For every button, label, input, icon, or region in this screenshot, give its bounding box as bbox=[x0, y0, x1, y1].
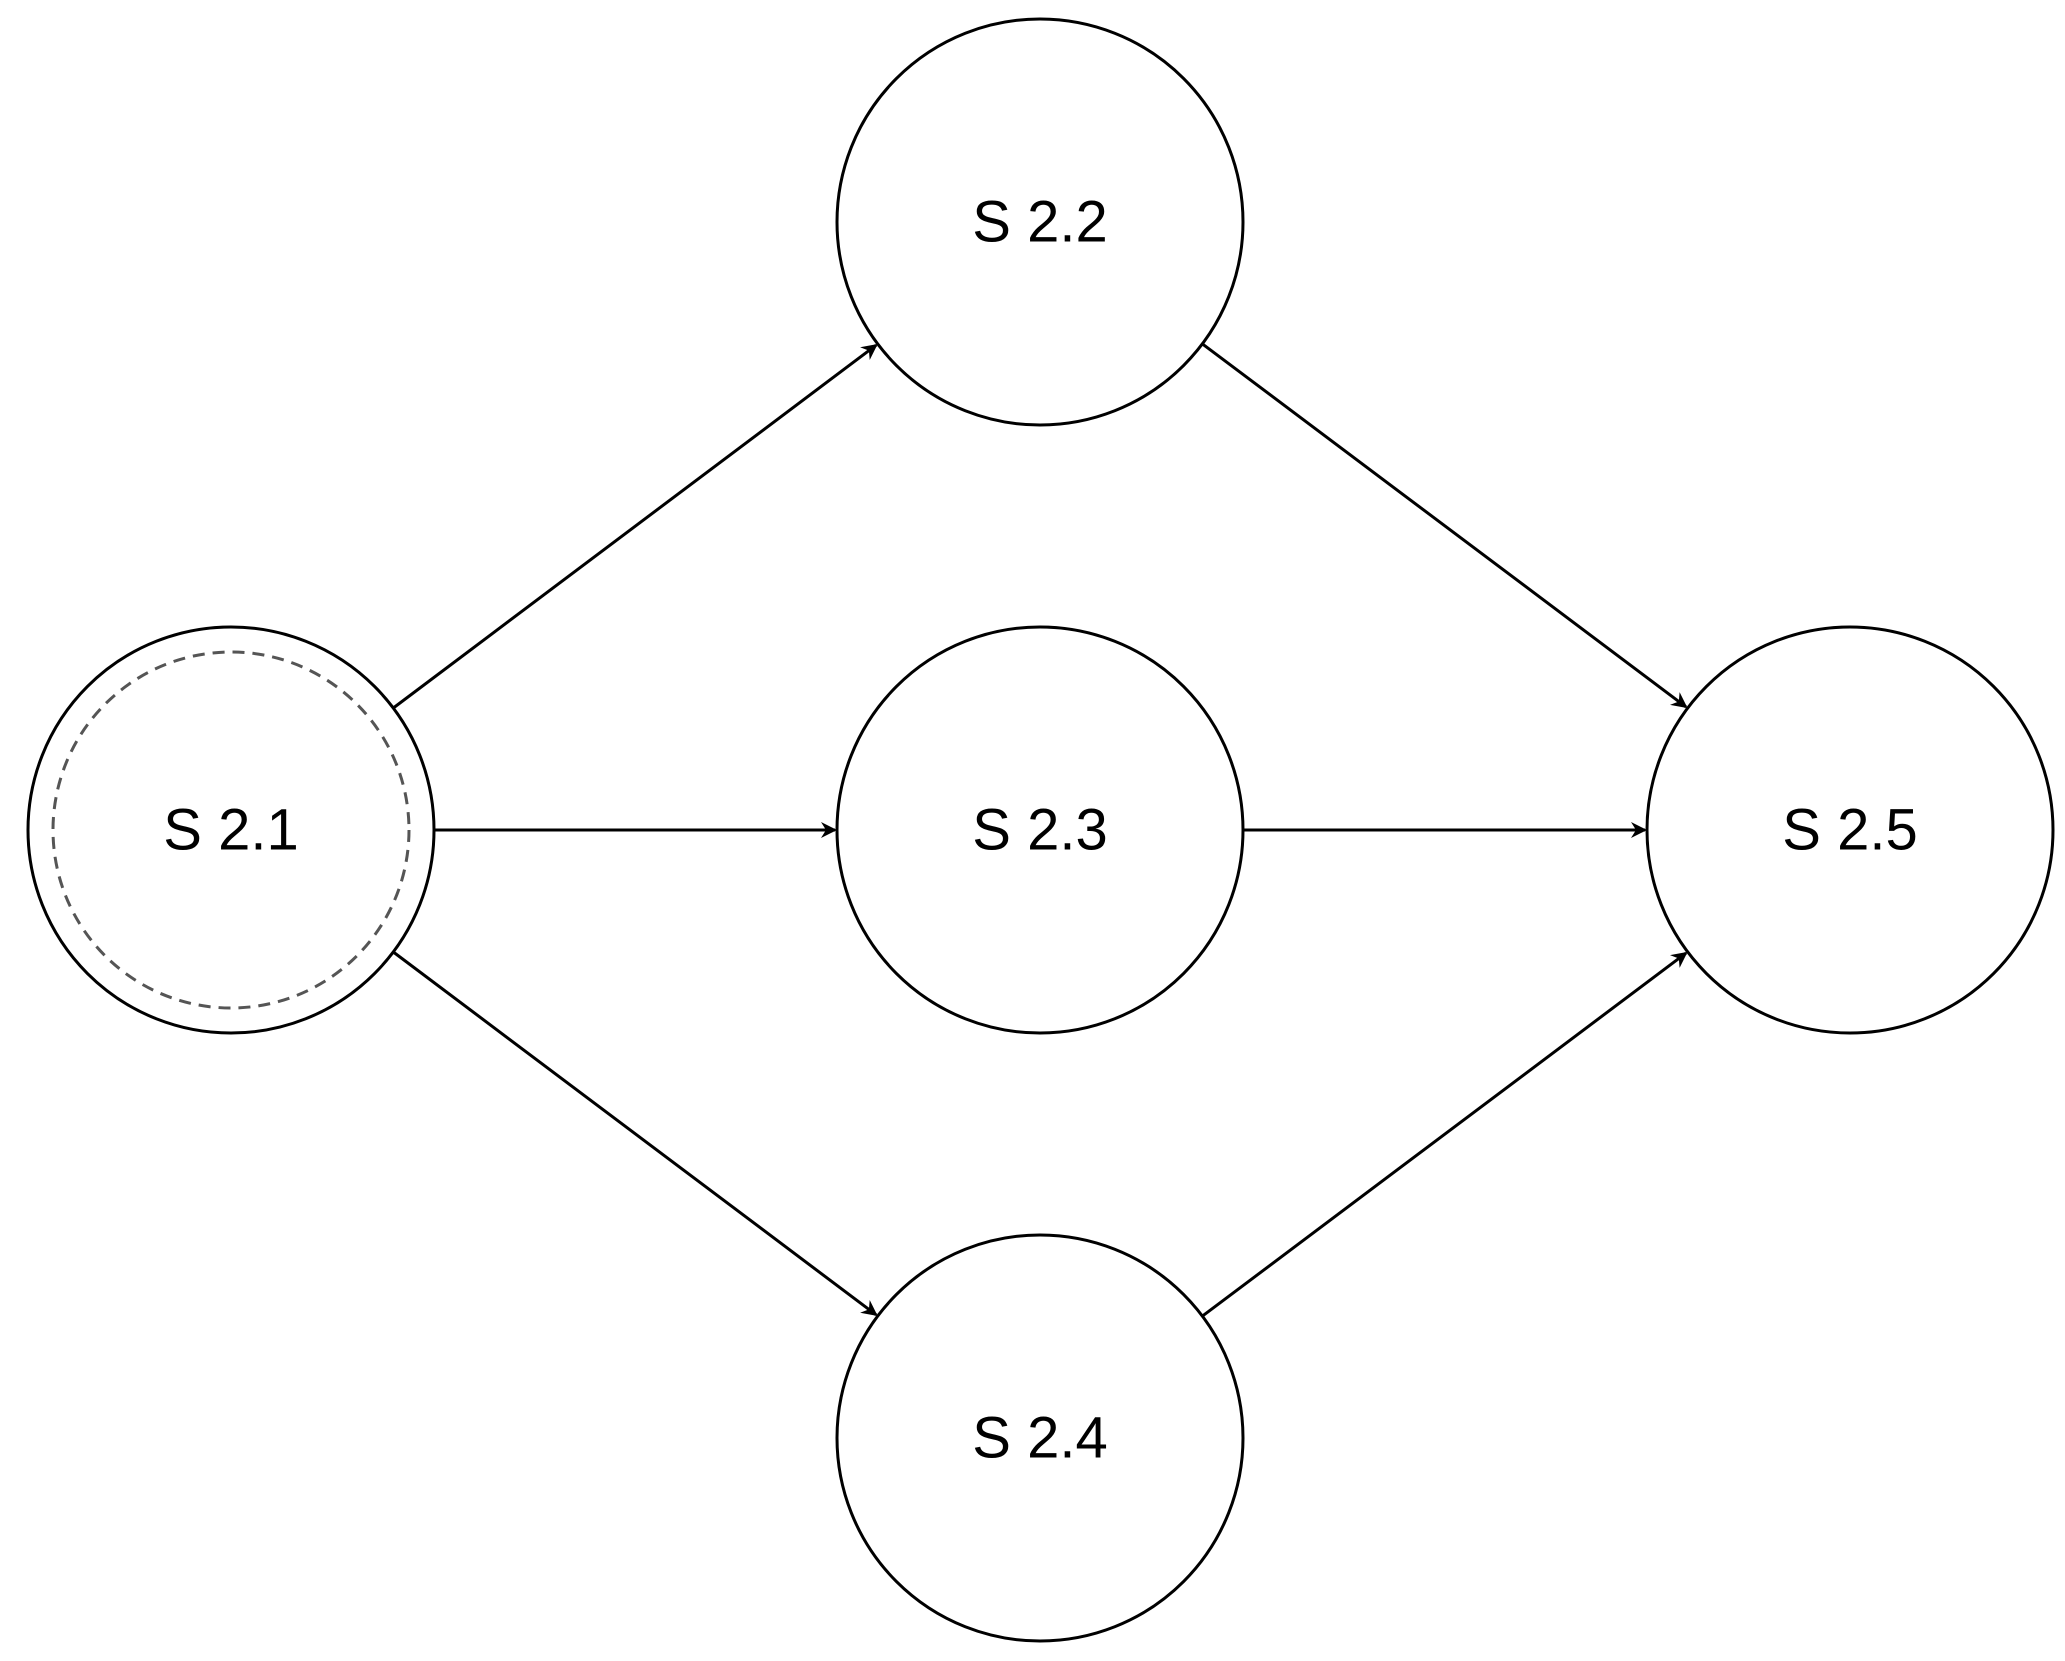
node-s22-label: S 2.2 bbox=[972, 190, 1107, 255]
node-s23-circle bbox=[835, 625, 1245, 1035]
node-s25-circle bbox=[1645, 625, 2055, 1035]
node-s23[interactable]: S 2.3 bbox=[835, 625, 1245, 1035]
node-s24[interactable]: S 2.4 bbox=[835, 1233, 1245, 1643]
edge-s21-to-s24 bbox=[392, 950, 878, 1317]
edge-s24-to-s25 bbox=[1201, 951, 1688, 1318]
node-s21[interactable]: S 2.1 bbox=[26, 625, 436, 1035]
edge-s22-to-s25 bbox=[1201, 342, 1688, 709]
node-s25-label: S 2.5 bbox=[1782, 798, 1917, 863]
node-s21-dashed-ring bbox=[51, 650, 411, 1010]
node-s21-outer-circle bbox=[26, 625, 436, 1035]
node-s24-circle bbox=[835, 1233, 1245, 1643]
node-s22[interactable]: S 2.2 bbox=[835, 17, 1245, 427]
node-s25[interactable]: S 2.5 bbox=[1645, 625, 2055, 1035]
edge-s21-to-s22 bbox=[392, 343, 878, 710]
node-s24-label: S 2.4 bbox=[972, 1406, 1107, 1471]
node-s21-label: S 2.1 bbox=[163, 798, 298, 863]
node-s23-label: S 2.3 bbox=[972, 798, 1107, 863]
node-s22-circle bbox=[835, 17, 1245, 427]
edges-layer bbox=[392, 342, 1688, 1318]
